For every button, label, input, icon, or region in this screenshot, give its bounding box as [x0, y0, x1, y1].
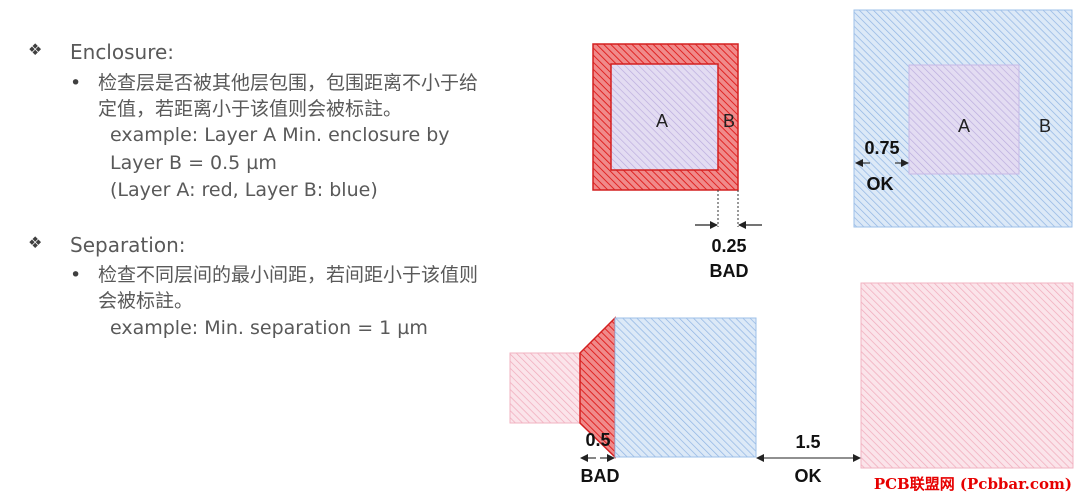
status-label: BAD [710, 261, 749, 281]
round-bullet-icon: • [70, 264, 82, 286]
round-bullet-icon: • [70, 72, 82, 94]
status-label: OK [795, 466, 822, 486]
separation-example-line1: example: Min. separation = 1 µm [110, 317, 428, 339]
enclosure-example-line2: Layer B = 0.5 µm [110, 152, 277, 174]
enclosure-desc-line2: 定值，若距离小于该值则会被标註。 [98, 98, 403, 120]
enclosure-ok-diagram: A B 0.75 OK [853, 9, 1073, 228]
enclosure-desc-line1: 检查层是否被其他层包围，包围距离不小于给 [98, 72, 479, 94]
separation-desc-line2: 会被标註。 [98, 290, 194, 312]
dimension-value: 0.25 [711, 236, 746, 256]
enclosure-example-line3: (Layer A: red, Layer B: blue) [110, 179, 378, 201]
layer-a-inner-shape [610, 63, 719, 171]
watermark: PCB联盟网 (Pcbbar.com) [873, 475, 1072, 493]
label-a: A [656, 111, 668, 131]
label-a: A [958, 116, 970, 136]
label-b: B [723, 111, 735, 131]
layer-a-inner-shape [908, 64, 1020, 175]
enclosure-bad-diagram: A B 0.25 BAD [592, 43, 762, 281]
separation-ok-diagram: 1.5 OK [756, 282, 1074, 486]
separation-bad-diagram: 0.5 BAD [509, 316, 757, 486]
enclosure-title: Enclosure: [70, 40, 175, 64]
separation-desc-line1: 检查不同层间的最小间距，若间距小于该值则 [98, 264, 479, 286]
diamond-bullet-icon: ❖ [28, 40, 43, 59]
pink-layer-shape [509, 352, 581, 424]
blue-layer-shape [614, 317, 757, 458]
dimension-value: 0.5 [585, 430, 610, 450]
enclosure-example-line1: example: Layer A Min. enclosure by [110, 124, 450, 146]
dimension-value: 1.5 [795, 432, 820, 452]
separation-title: Separation: [70, 233, 186, 257]
label-b: B [1039, 116, 1051, 136]
diamond-bullet-icon: ❖ [28, 233, 43, 252]
pink-layer-shape [860, 282, 1074, 469]
dimension-value: 0.75 [864, 138, 899, 158]
status-label: OK [867, 174, 894, 194]
status-label: BAD [581, 466, 620, 486]
